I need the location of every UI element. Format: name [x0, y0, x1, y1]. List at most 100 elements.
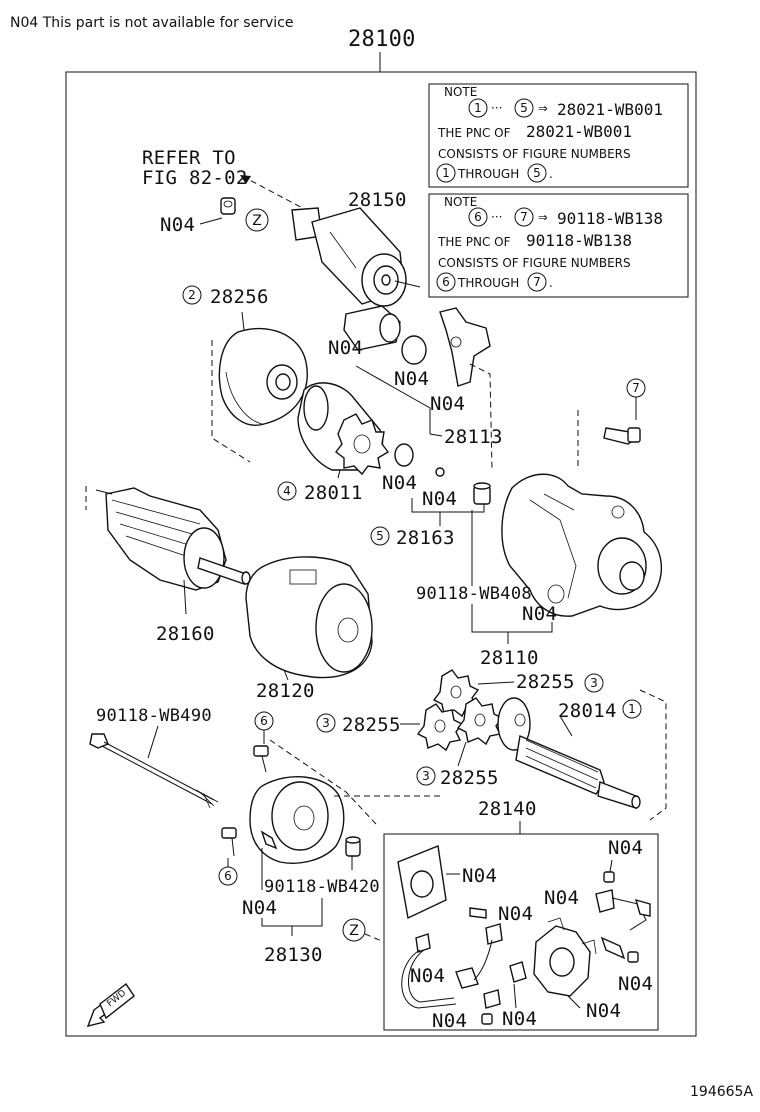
- note-2-title: NOTE: [444, 195, 477, 209]
- insulator-plate: [397, 845, 447, 920]
- small-screw-upper: [253, 745, 269, 773]
- brush-spring-assy: [595, 889, 651, 960]
- note-1-line1-prefix: THE PNC OF: [437, 126, 511, 140]
- stop-collar: [394, 443, 414, 467]
- note-1-from-circle: [436, 163, 456, 183]
- fwd-arrow-icon: FWD: [86, 982, 135, 1028]
- through-bolt: [89, 733, 219, 809]
- bushing-90118-wb420: [345, 836, 361, 857]
- circle-4-28011: [277, 481, 297, 501]
- svg-text:5: 5: [376, 529, 384, 543]
- label-28256: 28256: [210, 286, 269, 308]
- small-screw-lower: [221, 827, 237, 857]
- note-1-range-to-circle: [514, 98, 534, 118]
- label-n04-spring-top: N04: [608, 837, 643, 859]
- planet-gear-2: [416, 703, 464, 752]
- svg-text:4: 4: [283, 484, 291, 498]
- svg-text:2: 2: [188, 288, 196, 302]
- clutch-assy-28011: [297, 382, 390, 476]
- note-1-range-from: 1: [474, 101, 482, 115]
- label-90118-wb420: 90118-WB420: [264, 877, 380, 897]
- note-2-range-sep: ···: [491, 210, 502, 224]
- note-2-from: 6: [442, 275, 450, 289]
- note-1-range-to: 5: [520, 101, 528, 115]
- brush-set: [455, 923, 527, 1009]
- refer-arrowhead: [240, 175, 251, 184]
- note-2-to: 7: [533, 275, 541, 289]
- refer-to-line2: FIG 82-02: [142, 167, 248, 189]
- svg-text:Z: Z: [252, 213, 262, 229]
- header-note: N04 This part is not available for servi…: [10, 15, 293, 31]
- circle-3-28255-b: [316, 713, 336, 733]
- view-marker-z-top: [245, 208, 269, 232]
- label-28255-b: 28255: [342, 714, 401, 736]
- label-n04-ring: N04: [422, 488, 457, 510]
- spring-small: [603, 871, 615, 883]
- label-n04-screw: N04: [498, 903, 533, 925]
- label-n04-spring: N04: [544, 887, 579, 909]
- label-28163: 28163: [396, 527, 455, 549]
- label-n04-brush-d: N04: [502, 1008, 537, 1030]
- label-28140: 28140: [478, 798, 537, 820]
- assembly-frame: [65, 71, 697, 1037]
- note-2-from-circle: [436, 272, 456, 292]
- note-1-from: 1: [442, 166, 450, 180]
- label-n04-brush-c: N04: [432, 1010, 467, 1032]
- plunger-part: [343, 305, 401, 351]
- brush-holder-box: [383, 833, 659, 1031]
- circle-5-28163: [370, 526, 390, 546]
- label-n04-plate: N04: [462, 865, 497, 887]
- magnetic-switch-28150: [291, 207, 421, 307]
- label-n04-holder: N04: [586, 1000, 621, 1022]
- refer-leader: [241, 175, 313, 214]
- label-n04-washer: N04: [394, 368, 429, 390]
- svg-text:3: 3: [322, 716, 330, 730]
- note-1-range-from-circle: [468, 98, 488, 118]
- label-28011: 28011: [304, 482, 363, 504]
- label-n04-lever: N04: [430, 393, 465, 415]
- brush-small: [627, 951, 639, 963]
- svg-text:.: .: [549, 167, 553, 181]
- label-n04-brush-b: N04: [618, 973, 653, 995]
- note-2-through: THROUGH: [457, 276, 519, 290]
- note-2-range-from: 6: [474, 210, 482, 224]
- bracket-28163: [411, 498, 485, 513]
- bracket-28110: [471, 604, 553, 633]
- label-90118-wb490: 90118-WB490: [96, 706, 212, 726]
- mounting-bolt-7: [603, 427, 641, 445]
- svg-text:1: 1: [628, 702, 636, 716]
- label-28255-a: 28255: [516, 671, 575, 693]
- armature-28160: [95, 487, 251, 591]
- note-1-line2: CONSISTS OF FIGURE NUMBERS: [438, 147, 631, 161]
- small-bolt-top: [220, 197, 236, 215]
- svg-text:7: 7: [632, 381, 640, 395]
- illustration-id: 194665A: [690, 1084, 753, 1100]
- brush-holder-assy: [533, 917, 597, 997]
- label-n04-plunger: N04: [328, 337, 363, 359]
- assembly-number: 28100: [348, 27, 416, 52]
- yoke-28120: [245, 556, 373, 679]
- note-2-range-to: 7: [520, 210, 528, 224]
- svg-text:.: .: [549, 276, 553, 290]
- note-2-line2: CONSISTS OF FIGURE NUMBERS: [438, 256, 631, 270]
- screw-small-a: [469, 907, 487, 919]
- note-2-range-to-circle: [514, 207, 534, 227]
- brush-lead-wire: [401, 933, 457, 1009]
- circle-3-28255-a: [584, 673, 604, 693]
- circle-2-28256: [182, 285, 202, 305]
- note-2-arrow: ⇒: [538, 207, 548, 226]
- note-1-line1-pnc: 28021-WB001: [526, 122, 632, 141]
- svg-text:6: 6: [260, 714, 268, 728]
- end-frame-28130: [249, 776, 345, 864]
- label-n04-bolt-top: N04: [160, 214, 195, 236]
- circle-1-28014: [622, 699, 642, 719]
- note-2-to-circle: [527, 272, 547, 292]
- note-1-to-circle: [527, 163, 547, 183]
- planet-gear-3: [456, 697, 504, 746]
- label-28150: 28150: [348, 189, 407, 211]
- note-2-line1-prefix: THE PNC OF: [437, 235, 511, 249]
- output-shaft-28014: [497, 697, 641, 809]
- drive-lever: [439, 307, 491, 387]
